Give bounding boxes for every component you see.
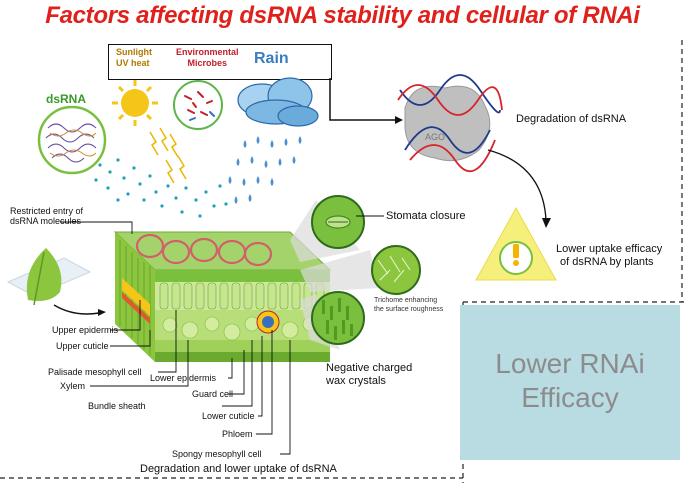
dsrna-title: dsRNA <box>46 92 87 106</box>
figure-title: Factors affecting dsRNA stability and ce… <box>45 2 640 29</box>
phloem-label: Phloem <box>222 429 253 439</box>
raindrops-icon <box>228 136 302 204</box>
rnai-line1: Lower RNAi <box>495 348 645 379</box>
degradation-to-uptake-arrow <box>487 149 547 221</box>
bottom-caption: Degradation and lower uptake of dsRNA <box>140 463 337 475</box>
stomata-label: Stomata closure <box>386 210 466 222</box>
leaf-icon <box>6 248 92 306</box>
uv-rays-icon <box>149 127 187 184</box>
leaf-to-section-arrow <box>53 304 100 315</box>
rain-cloud-icon <box>237 77 319 127</box>
rnai-line2: Efficacy <box>521 382 619 413</box>
ago-label: AGO <box>425 132 445 142</box>
upper-epidermis-label: Upper epidermis <box>52 325 119 335</box>
ago-protein-icon <box>397 74 503 173</box>
lower-epidermis-label: Lower epidermis <box>150 373 217 383</box>
env-to-degradation-arrow <box>329 78 395 121</box>
guard-cell-label: Guard cell <box>192 389 234 399</box>
microbes-circle-icon <box>173 80 223 130</box>
dsrna-circle-icon <box>37 105 107 175</box>
xylem-label: Xylem <box>60 381 86 391</box>
spongy-label: Spongy mesophyll cell <box>172 449 262 459</box>
trichome-beam <box>300 250 378 292</box>
upper-cuticle-label: Upper cuticle <box>56 341 109 351</box>
sun-icon <box>112 80 158 126</box>
bundle-sheath-label: Bundle sheath <box>88 401 146 411</box>
wax-circle-icon <box>311 291 365 345</box>
environment-factors-box <box>108 44 332 80</box>
palisade-label: Palisade mesophyll cell <box>48 367 142 377</box>
trichome-circle-icon <box>371 245 421 295</box>
lower-cuticle-label: Lower cuticle <box>202 411 255 421</box>
dsrna-dots-icon <box>94 158 228 218</box>
degradation-label: Degradation of dsRNA <box>516 113 627 125</box>
rain-label: Rain <box>254 50 289 67</box>
lower-rnai-efficacy-box: Lower RNAi Efficacy <box>460 305 680 460</box>
warning-icon <box>475 206 557 281</box>
stomata-circle-icon <box>311 195 365 249</box>
anatomy-leader-lines <box>60 221 291 455</box>
